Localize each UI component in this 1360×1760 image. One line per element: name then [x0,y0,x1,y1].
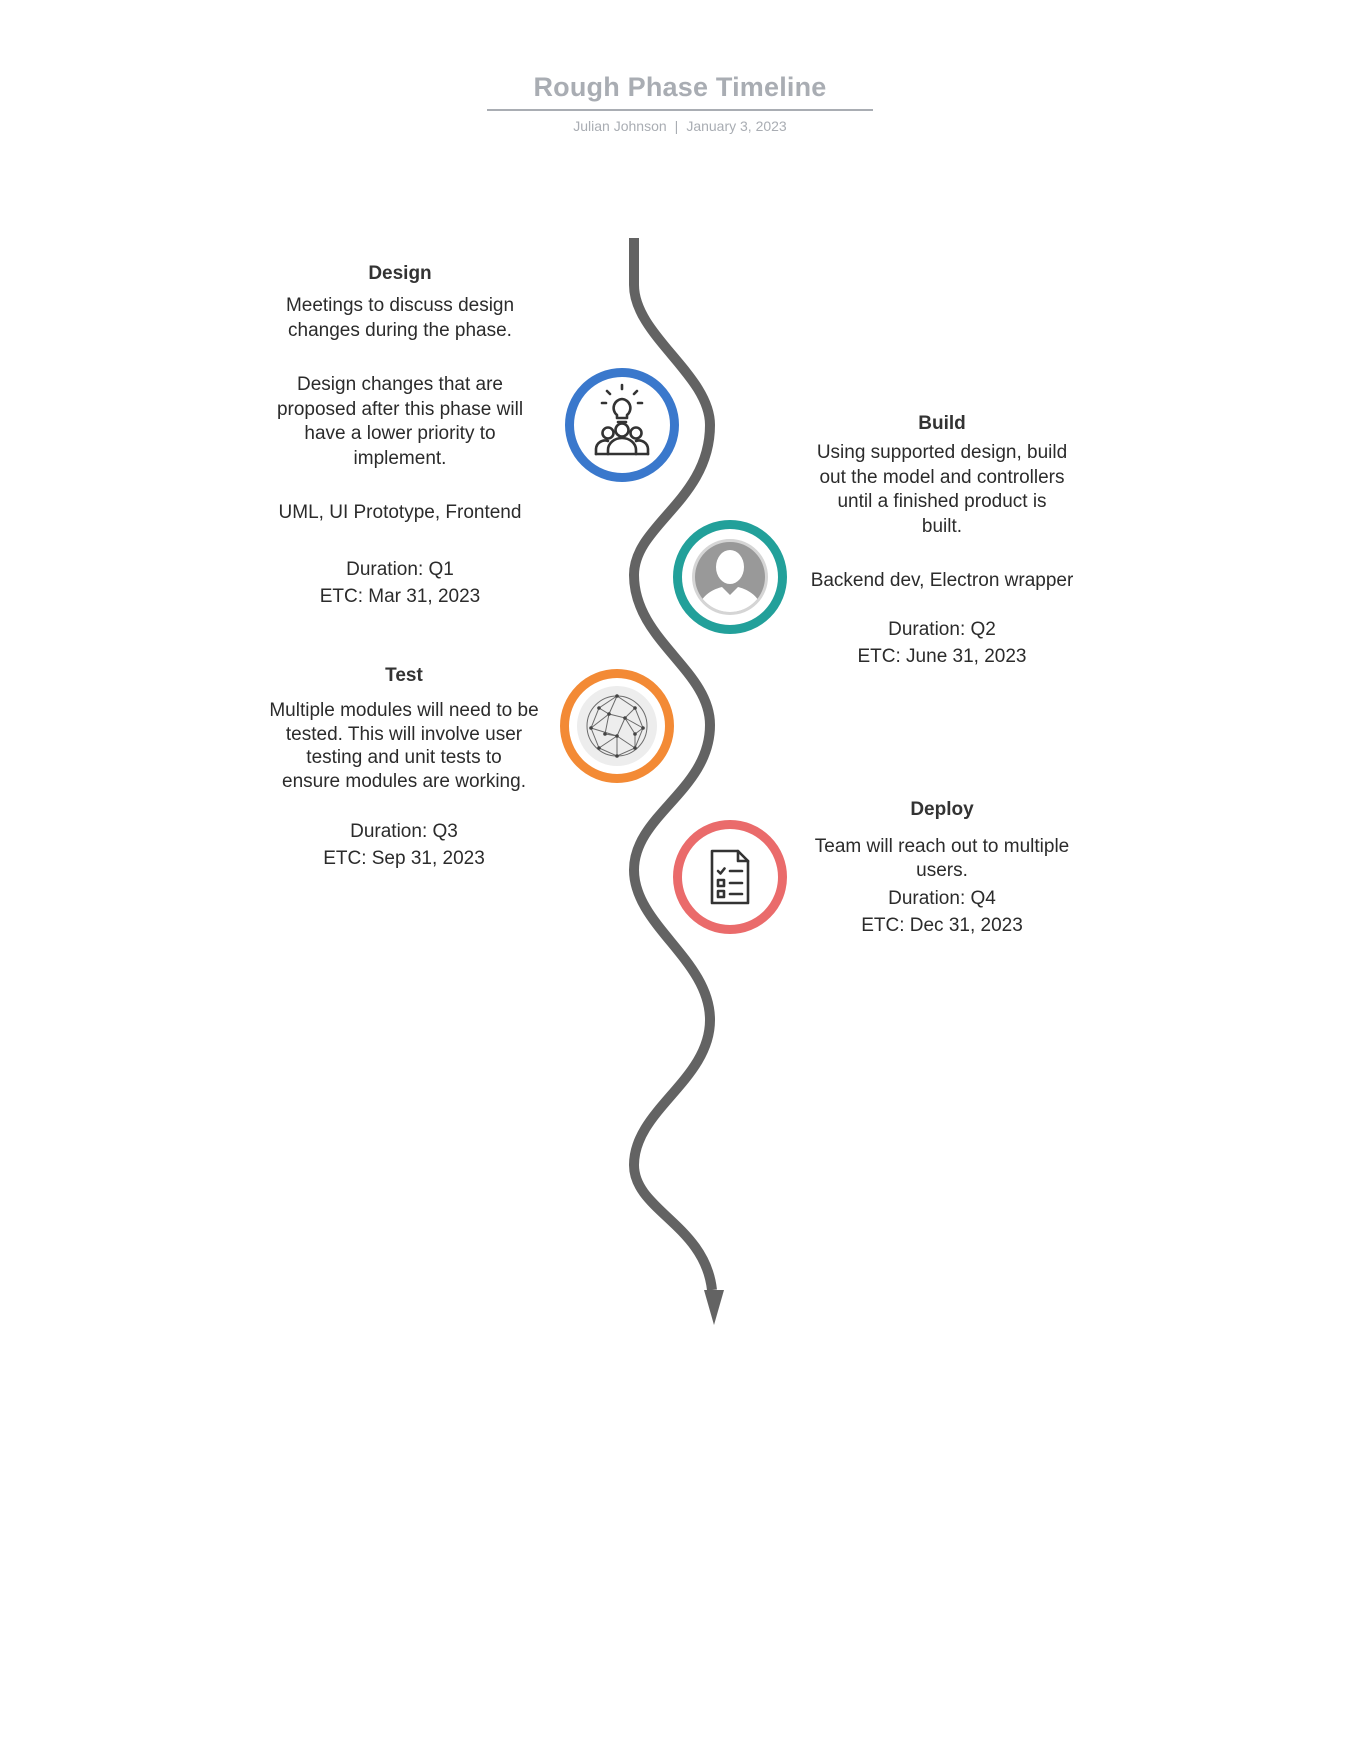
phase-deploy: Deploy Team will reach out to multiple u… [792,798,1092,939]
phase-design: Design Meetings to discuss design change… [250,262,550,610]
phase-schedule: Duration: Q1 ETC: Mar 31, 2023 [319,558,481,607]
author: Julian Johnson [573,118,667,134]
header: Rough Phase Timeline Julian Johnson | Janu… [0,72,1360,134]
phase-description: Using supported design, build out the mo… [816,442,1068,537]
phase-node-test [560,669,674,783]
date: January 3, 2023 [686,118,787,134]
byline: Julian Johnson | January 3, 2023 [0,118,1360,134]
phase-node-build [673,520,787,634]
phase-description: Meetings to discuss design changes durin… [285,295,515,341]
phase-description: Multiple modules will need to be tested.… [269,700,539,792]
page-title: Rough Phase Timeline [533,72,827,102]
network-sphere-icon [577,686,657,766]
phase-schedule: Duration: Q3 ETC: Sep 31, 2023 [323,821,485,869]
title-underline [487,109,873,111]
byline-separator: | [674,118,679,134]
phase-priority-note: Design changes that are proposed after t… [276,374,524,469]
phase-node-design [565,368,679,482]
team-idea-icon [594,383,650,456]
phase-test: Test Multiple modules will need to be te… [244,664,564,872]
phase-schedule: Duration: Q4 ETC: Dec 31, 2023 [861,888,1023,936]
phase-build: Build Using supported design, build out … [792,412,1092,670]
phase-description: Team will reach out to multiple users. [814,836,1070,881]
phase-title: Build [918,413,966,434]
checklist-document-icon [710,849,750,905]
timeline-arrowhead [704,1290,724,1325]
phase-title: Design [368,263,432,284]
phase-node-deploy [673,820,787,934]
timeline-wave [628,238,717,1291]
user-avatar-icon [692,539,768,615]
phase-deliverables: Backend dev, Electron wrapper [810,570,1074,591]
phase-deliverables: UML, UI Prototype, Frontend [278,502,522,523]
phase-schedule: Duration: Q2 ETC: June 31, 2023 [857,618,1027,667]
phase-title: Test [385,665,423,686]
phase-title: Deploy [910,799,974,820]
